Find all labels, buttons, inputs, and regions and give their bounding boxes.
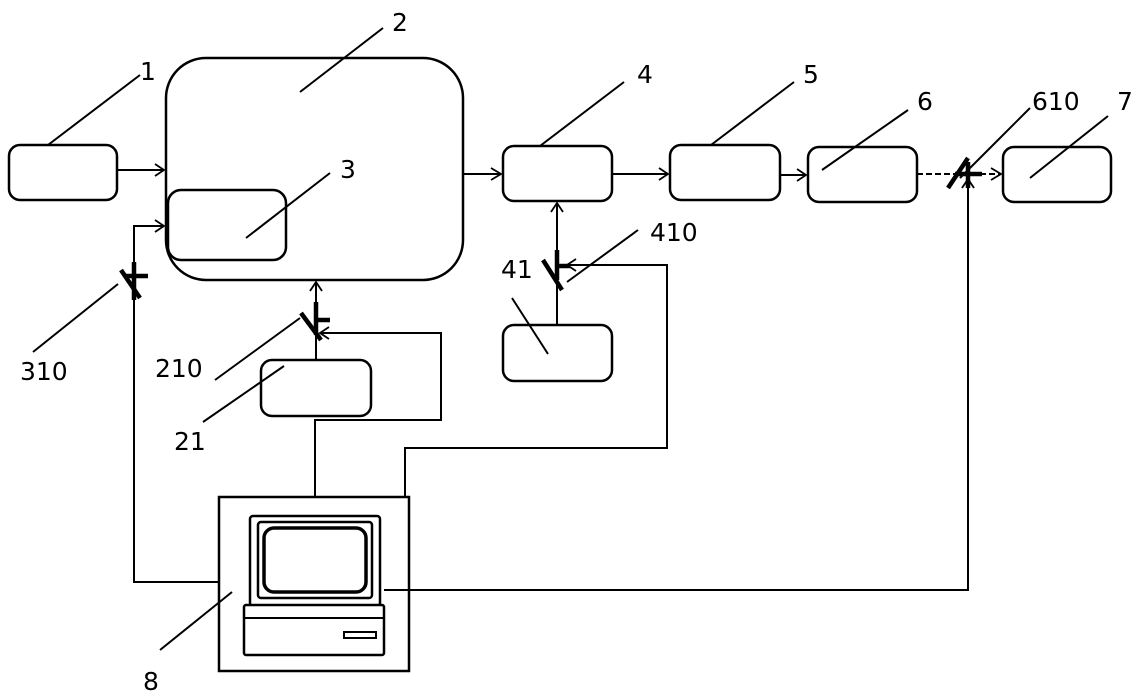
label-8: 8	[143, 667, 159, 696]
leader-310	[32, 283, 119, 353]
leader-410	[566, 229, 639, 283]
leader-210	[214, 317, 301, 381]
block-5	[668, 143, 782, 202]
valve-210	[299, 302, 330, 342]
leader-3	[245, 172, 331, 239]
block-21	[259, 358, 373, 418]
label-2: 2	[392, 8, 408, 37]
label-410: 410	[650, 218, 698, 247]
control-line-610	[384, 179, 969, 591]
valve-410	[541, 250, 570, 292]
leader-6	[821, 109, 909, 171]
leader-21	[202, 365, 285, 423]
label-3: 3	[340, 155, 356, 184]
block-3	[166, 188, 288, 262]
leader-610	[959, 107, 1031, 179]
valve-310	[119, 262, 148, 300]
control-line-310	[133, 225, 219, 583]
label-6: 6	[917, 87, 933, 116]
leader-41	[511, 297, 549, 355]
block-4	[501, 144, 614, 203]
valve-610	[946, 156, 982, 190]
label-5: 5	[803, 60, 819, 89]
leader-4	[539, 81, 625, 147]
leader-5	[710, 81, 795, 146]
leader-1	[47, 74, 141, 146]
block-6	[806, 145, 919, 204]
label-4: 4	[637, 60, 653, 89]
label-1: 1	[140, 57, 156, 86]
block-7	[1001, 145, 1113, 204]
leader-2	[299, 27, 384, 93]
label-41: 41	[501, 255, 533, 284]
label-7: 7	[1117, 87, 1133, 116]
label-310: 310	[20, 357, 68, 386]
block-41	[501, 323, 614, 383]
label-610: 610	[1032, 87, 1080, 116]
leader-7	[1029, 115, 1109, 179]
computer-terminal-icon	[217, 495, 411, 673]
block-1	[7, 143, 119, 202]
label-210: 210	[155, 354, 203, 383]
control-line-210	[314, 332, 442, 497]
leader-8	[159, 591, 233, 651]
label-21: 21	[174, 427, 206, 456]
control-line-410	[404, 264, 668, 497]
